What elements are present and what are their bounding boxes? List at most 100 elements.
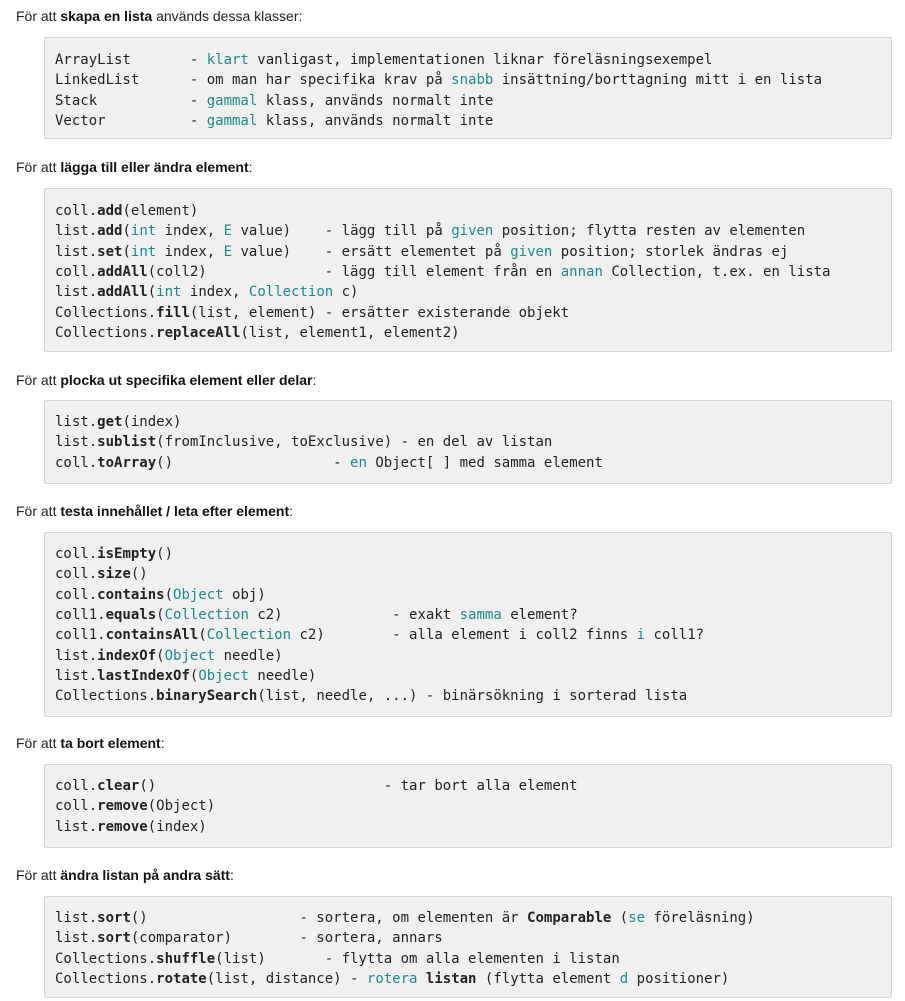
code-text: element? [501,606,578,623]
keyword-token: klart [206,52,249,68]
code-text: positioner) [628,970,730,987]
code-text: ( [611,910,629,926]
method-name: isEmpty [97,546,157,562]
code-text: (list, needle, ...) - binärsökning i sor… [257,688,688,705]
method-name: containsAll [105,627,199,644]
code-text: (list, distance) - [206,970,367,987]
code-text: vanligast, implementationen liknar förel… [248,52,713,68]
heading-topic: skapa en lista [60,8,153,24]
method-name: contains [97,586,165,603]
code-text: list. [55,910,98,926]
method-name: equals [105,606,157,623]
keyword-token: Object [164,647,216,664]
method-name: add [97,203,123,219]
code-line: list.get(index) [55,412,181,432]
code-text: coll. [55,798,98,815]
code-line: Collections.replaceAll(list, element1, e… [55,323,460,343]
keyword-token: Object [198,667,249,684]
code-text: föreläsning) [645,910,755,926]
code-text: c) [333,284,359,301]
code-line: list.sublist(fromInclusive, toExclusive)… [55,432,552,452]
keyword-token: gammal [206,112,258,129]
method-name: fill [156,304,190,321]
method-name: addAll [97,284,148,301]
code-line: list.sort(comparator) - sortera, annars [55,928,443,948]
code-line: coll.isEmpty() [55,544,173,564]
code-text: list. [55,667,98,684]
code-text: index, [156,243,224,260]
keyword-token: Collection [164,606,249,623]
code-block: coll.isEmpty()coll.size()coll.contains(O… [44,532,892,717]
method-name: Comparable [527,910,612,926]
code-text: (element) [122,203,199,219]
code-text: insättning/borttagning mitt i en lista [493,72,823,89]
code-line: coll.add(element) [55,201,198,221]
method-name: set [97,243,123,260]
code-text: list. [55,930,98,947]
keyword-token: Object [173,586,224,603]
code-text: coll. [55,546,98,562]
code-text: (list) - flytta om alla elementen i list… [215,950,620,967]
keyword-token: int [156,284,182,301]
code-text: ( [122,223,131,240]
code-line: Collections.fill(list, element) - ersätt… [55,303,569,323]
code-text: Collection, t.ex. en lista [602,263,831,280]
code-text: Collections. [55,324,157,341]
method-name: lastIndexOf [97,667,190,684]
code-block: ArrayList - klart vanligast, implementat… [44,37,892,139]
code-text: c2) - exakt [248,606,460,623]
code-text: (index) [122,414,182,430]
keyword-token: en [350,454,367,471]
code-text: value) - ersätt elementet på [232,243,511,260]
code-text: () - [156,454,351,471]
code-text: list. [55,414,98,430]
heading-suffix: : [312,372,317,388]
keyword-token: E [223,223,233,240]
code-text: ( [122,243,131,260]
heading-topic: plocka ut specifika element eller delar [60,372,313,388]
code-block: list.get(index)list.sublist(fromInclusiv… [44,400,892,484]
code-text: () - sortera, om elementen är [130,910,528,926]
code-text: list. [55,284,98,301]
method-name: replaceAll [156,324,241,341]
method-name: sort [97,910,131,926]
code-text: (index) [147,818,207,835]
section-heading: För att ändra listan på andra sätt: [16,866,234,884]
keyword-token: se [628,910,646,926]
code-text: ( [164,586,174,603]
code-line: list.addAll(int index, Collection c) [55,282,359,302]
code-line: Stack - gammal klass, används normalt in… [55,91,493,111]
code-text: position; flytta resten av elementen [493,223,806,240]
code-text: list. [55,818,98,835]
method-name: listan [425,970,477,987]
code-line: coll.toArray() - en Object[ ] med samma … [55,453,603,473]
code-block: coll.add(element)list.add(int index, E v… [44,188,892,352]
code-text: obj) [223,586,266,603]
code-text: klass, används normalt inte [257,112,494,129]
code-text: list. [55,434,98,451]
code-line: list.lastIndexOf(Object needle) [55,666,316,686]
code-text: ( [147,284,157,301]
method-name: remove [97,798,148,815]
code-line: coll.remove(Object) [55,796,215,816]
keyword-token: i [636,627,646,644]
code-text: (Object) [147,798,216,815]
keyword-token: Collection [206,627,292,644]
code-line: Vector - gammal klass, används normalt i… [55,111,493,131]
code-text: ArrayList - [55,52,207,68]
heading-suffix: används dessa klasser: [152,8,303,24]
heading-prefix: För att [16,735,61,751]
code-block: list.sort() - sortera, om elementen är C… [44,896,892,998]
heading-prefix: För att [16,372,61,388]
method-name: remove [97,818,148,835]
heading-prefix: För att [16,503,61,519]
code-text: Collections. [55,970,157,987]
heading-topic: lägga till eller ändra element [60,159,249,175]
code-line: list.indexOf(Object needle) [55,646,283,666]
code-text: Collections. [55,304,157,321]
code-text: c2) - alla element i coll2 finns [291,627,637,644]
code-text: (list, element1, element2) [240,324,460,341]
code-text: index, [181,284,249,301]
heading-prefix: För att [16,159,61,175]
code-text: index, [156,223,224,240]
